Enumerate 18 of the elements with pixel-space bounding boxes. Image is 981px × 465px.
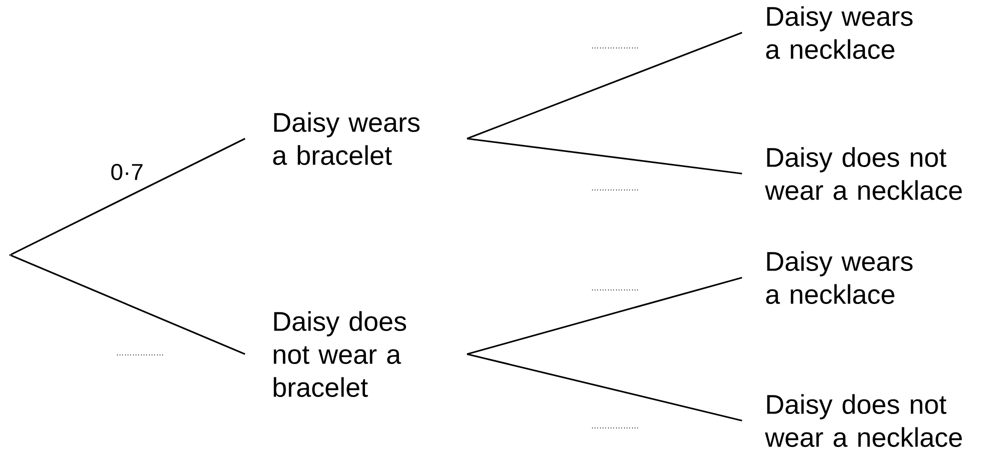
outcome-text: Daisy wears a necklace — [766, 251, 913, 304]
edge-label: 0·7 — [109, 162, 145, 182]
branch-line — [466, 353, 742, 422]
edge-label: ……………… — [590, 46, 640, 50]
branch-line — [10, 254, 246, 355]
outcome-text: Daisy does not wear a bracelet — [274, 311, 406, 398]
branch-line — [466, 138, 742, 174]
edge-label: ……………… — [590, 426, 640, 430]
outcome-text: Daisy does not wear a necklace — [764, 147, 962, 200]
outcome-text: Daisy does not wear a necklace — [764, 394, 962, 448]
outcome-text: Daisy wears a bracelet — [273, 112, 420, 166]
outcome-text: Daisy wears a necklace — [766, 6, 913, 60]
edge-label: ……………… — [590, 188, 640, 192]
branch-line — [10, 138, 246, 256]
edge-label: ……………… — [115, 354, 166, 356]
branch-line — [466, 276, 742, 355]
branch-line — [466, 32, 742, 140]
edge-label: ……………… — [590, 288, 640, 292]
